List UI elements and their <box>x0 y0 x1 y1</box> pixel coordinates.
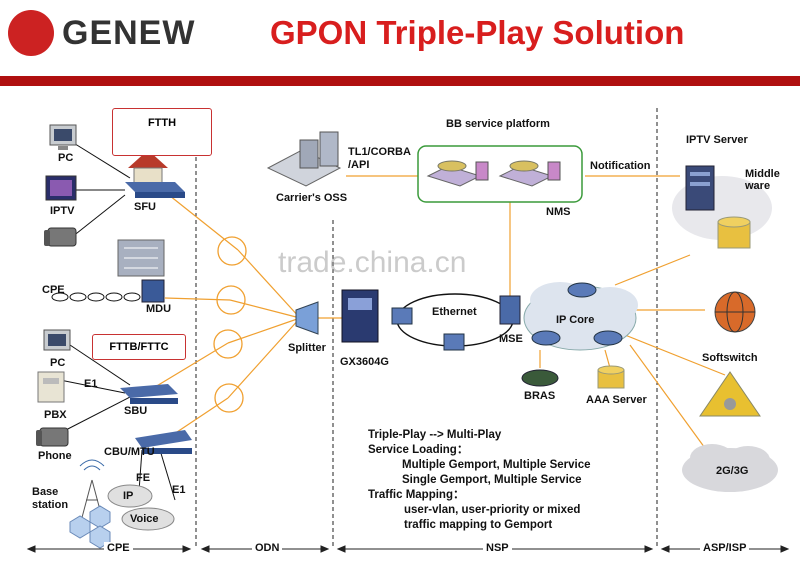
softswitch-label: Softswitch <box>702 352 758 364</box>
ip-label: IP <box>123 490 134 502</box>
sfu-label: SFU <box>134 201 156 213</box>
odn-node-icon <box>217 236 247 266</box>
cpe-left-label: CPE <box>42 284 65 296</box>
ftth-callout: FTTH <box>112 108 212 156</box>
page-title: GPON Triple-Play Solution <box>270 14 685 51</box>
mdu-label: MDU <box>146 303 172 315</box>
zone-nsp-label: NSP <box>483 542 512 554</box>
pbx-icon <box>37 371 65 403</box>
fiber-lines <box>149 175 726 456</box>
pc-top-label: PC <box>58 152 74 164</box>
zone-odn-label: ODN <box>252 542 283 554</box>
cbu-mtu-label: CBU/MTU <box>104 446 155 458</box>
note-line-7: traffic mapping to Gemport <box>404 519 553 531</box>
modem-icon <box>125 182 185 198</box>
zone-arrows <box>26 545 790 553</box>
modem-icon <box>120 384 178 404</box>
olt-device-icon <box>341 289 379 343</box>
g2g3g-label: 2G/3G <box>716 465 749 477</box>
modem-icon <box>135 430 192 454</box>
aaa-server-label: AAA Server <box>586 394 647 406</box>
tl1-label: TL1/CORBA /API <box>348 146 411 171</box>
zone-cpe-label: CPE <box>104 542 133 554</box>
fe-label: FE <box>136 472 151 484</box>
note-line-5: Traffic Mapping： <box>368 489 465 501</box>
note-line-3: Multiple Gemport, Multiple Service <box>402 459 591 471</box>
watermark: trade.china.cn <box>278 246 467 279</box>
odn-node-icon <box>216 285 246 315</box>
router-icon <box>531 282 623 346</box>
nms-box <box>417 145 583 203</box>
odn-splitter-circles <box>213 236 247 413</box>
splitter-label: Splitter <box>288 342 326 354</box>
notification-label: Notification <box>590 160 651 172</box>
database-icon <box>717 216 751 249</box>
phone-icon <box>44 227 77 247</box>
e1-bottom-label: E1 <box>172 484 186 496</box>
gx3604g-label: GX3604G <box>340 356 389 368</box>
bras-label: BRAS <box>524 390 556 402</box>
base-station-label: Base station <box>32 486 69 511</box>
note-line-1: Triple-Play --> Multi-Play <box>368 429 502 441</box>
phone-label: Phone <box>38 450 72 462</box>
fttb-callout: FTTB/FTTC <box>92 334 186 360</box>
ethernet-label: Ethernet <box>432 306 477 318</box>
building-icon <box>117 239 165 277</box>
genew-logo-icon <box>8 10 54 56</box>
zone-asp-isp-label: ASP/ISP <box>700 542 750 554</box>
cloud-icon <box>107 484 153 508</box>
note-line-2: Service Loading： <box>368 444 469 456</box>
note-line-6: user-vlan, user-priority or mixed <box>404 504 581 516</box>
ip-core-label: IP Core <box>556 314 595 326</box>
gear-icon <box>699 371 761 417</box>
pc-icon <box>49 124 77 150</box>
odn-node-icon <box>213 329 243 359</box>
mdu-device-icon <box>141 279 165 303</box>
pc-icon <box>43 329 71 351</box>
header-band <box>0 76 800 86</box>
cpe-chain <box>51 292 141 302</box>
database-icon <box>597 365 625 389</box>
brand-name: GENEW <box>62 14 196 52</box>
router-icon <box>391 307 465 351</box>
globe-icon <box>714 291 756 333</box>
middleware-label: Middle ware <box>745 168 780 192</box>
nms-label: NMS <box>546 206 571 218</box>
iptv-server-label: IPTV Server <box>686 134 748 146</box>
header: GENEW GPON Triple-Play Solution <box>0 0 800 80</box>
bb-platform-label: BB service platform <box>446 118 550 130</box>
odn-node-icon <box>214 383 244 413</box>
mse-label: MSE <box>499 333 523 345</box>
server-rack-icon <box>685 165 715 211</box>
router-icon <box>521 369 559 387</box>
pbx-label: PBX <box>44 409 67 421</box>
ftth-label: FTTH <box>147 117 177 129</box>
phone-icon <box>36 427 69 447</box>
carriers-oss-label: Carrier's OSS <box>276 192 348 204</box>
splitter-icon <box>295 301 319 335</box>
tv-icon <box>45 175 77 201</box>
switch-icon <box>499 295 521 325</box>
note-line-4: Single Gemport, Multiple Service <box>402 474 582 486</box>
cloud-icon <box>121 507 175 531</box>
fttb-fttc-label: FTTB/FTTC <box>109 341 169 353</box>
sbu-label: SBU <box>124 405 148 417</box>
pc-bottom-label: PC <box>50 357 66 369</box>
cloud-icon <box>682 444 778 492</box>
iptv-label: IPTV <box>50 205 75 217</box>
e1-top-label: E1 <box>84 378 98 390</box>
server-rack-icon <box>426 160 561 187</box>
server-rack-icon <box>266 131 342 187</box>
voice-label: Voice <box>130 513 159 525</box>
